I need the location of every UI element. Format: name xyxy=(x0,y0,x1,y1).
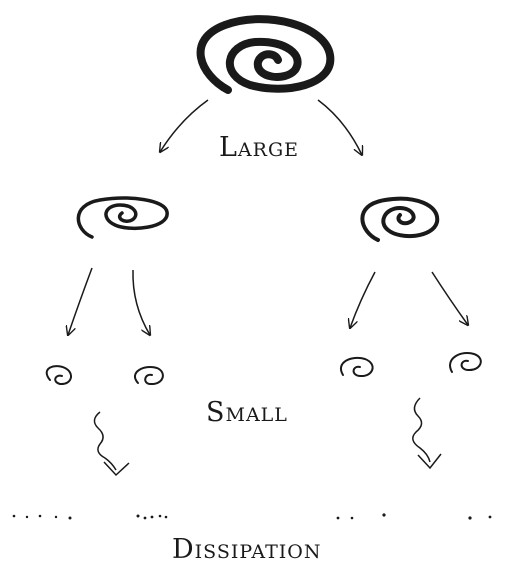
label-small: Small xyxy=(206,397,288,428)
medium-eddy-spiral-icon xyxy=(362,199,437,240)
dot-icon xyxy=(137,515,140,518)
medium-eddy-spiral-icon xyxy=(78,198,167,237)
arrow-icon xyxy=(432,272,468,325)
dot-icon xyxy=(337,517,340,520)
dot-icon xyxy=(39,515,42,518)
arrow-icon xyxy=(68,268,92,335)
dissipation-dots xyxy=(13,513,492,519)
dot-icon xyxy=(55,516,57,518)
small-eddy-spiral-icon xyxy=(341,358,373,376)
label-large: Large xyxy=(219,132,299,163)
arrow-icon xyxy=(350,272,375,328)
dot-icon xyxy=(159,515,162,518)
large-eddy-spiral-icon xyxy=(201,19,331,90)
dot-icon xyxy=(69,517,72,520)
small-eddy-spiral-icon xyxy=(450,353,481,372)
dot-icon xyxy=(144,517,147,520)
arrow-icon xyxy=(104,462,129,475)
dot-icon xyxy=(468,516,471,519)
wavy-arrow-icon xyxy=(413,398,430,462)
dot-icon xyxy=(489,516,492,519)
dot-icon xyxy=(26,516,28,518)
arrow-icon xyxy=(133,270,150,335)
dot-icon xyxy=(151,516,154,519)
small-eddy-spiral-icon xyxy=(47,366,71,384)
dot-icon xyxy=(165,516,168,519)
dot-icon xyxy=(13,515,16,518)
dot-icon xyxy=(351,517,354,520)
dot-icon xyxy=(382,513,385,516)
label-dissipation: Dissipation xyxy=(172,534,321,565)
arrow-icon xyxy=(160,100,208,152)
wavy-arrow-icon xyxy=(94,412,116,470)
arrow-icon xyxy=(318,100,362,155)
small-eddy-spiral-icon xyxy=(135,367,163,384)
